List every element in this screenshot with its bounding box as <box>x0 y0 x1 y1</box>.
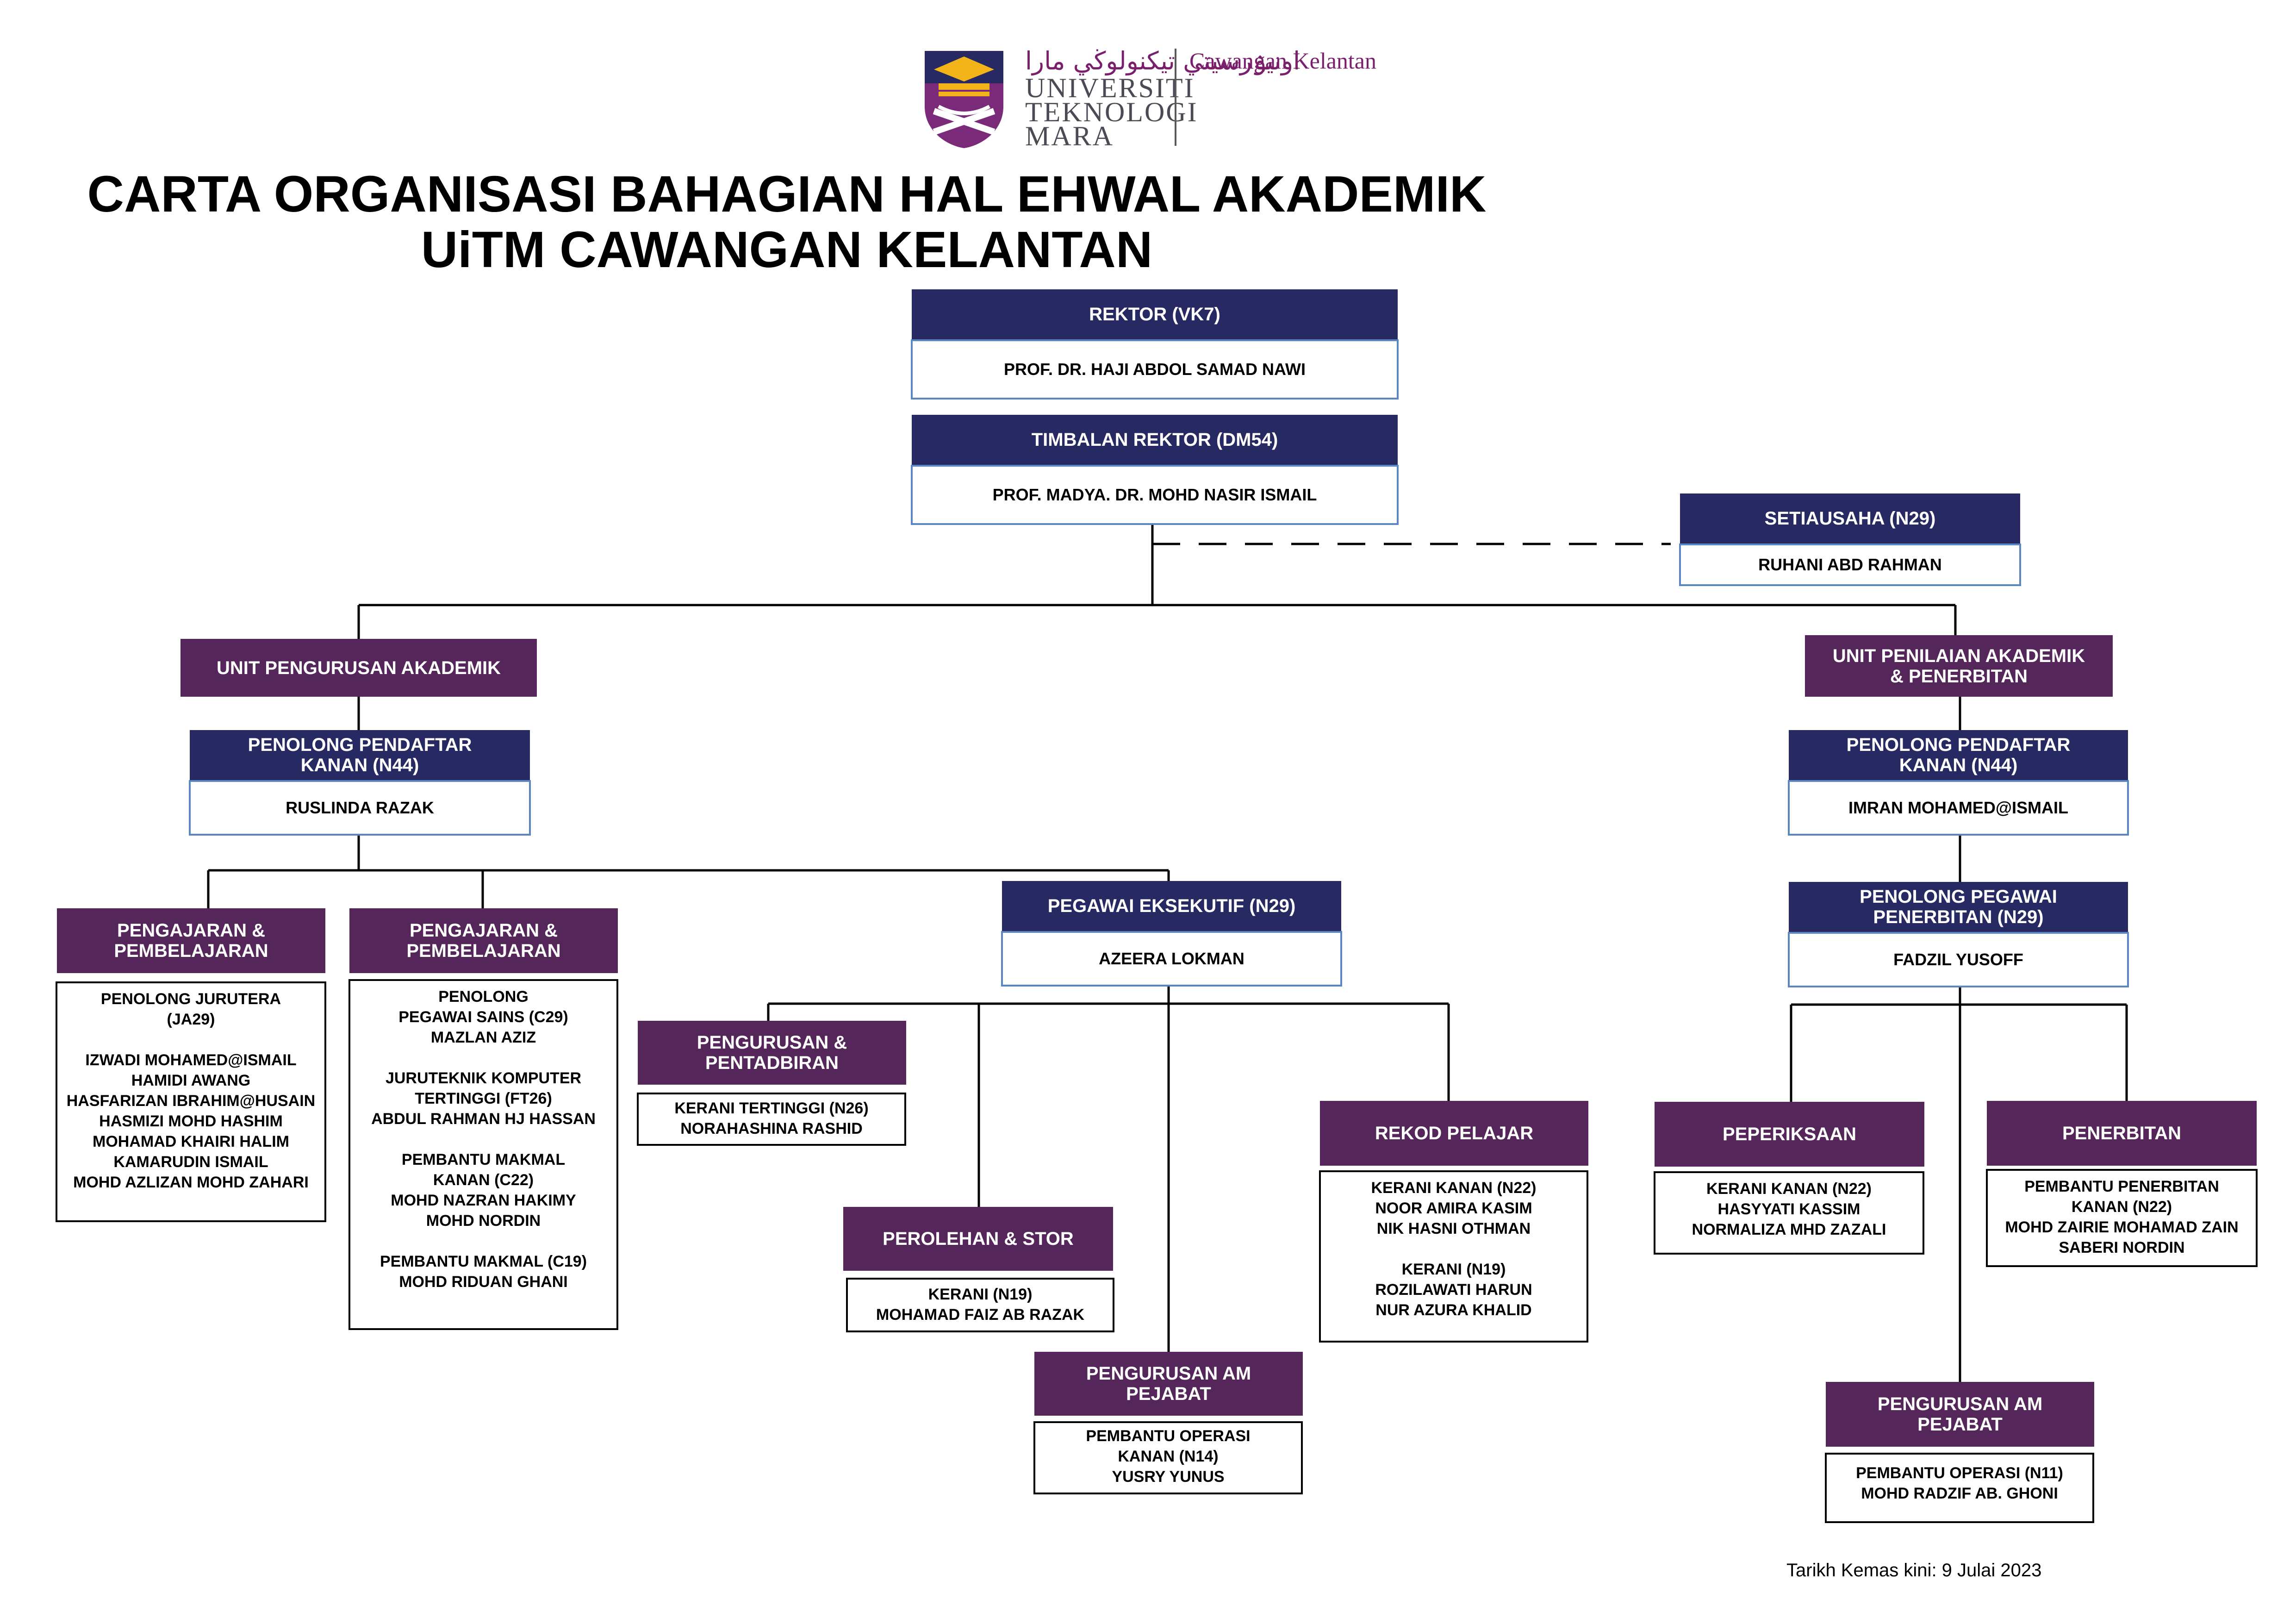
peperiksaan-label: PEPERIKSAAN <box>1655 1102 1924 1167</box>
penerbitan-staff-list: PEMBANTU PENERBITAN KANAN (N22) MOHD ZAI… <box>1986 1169 2258 1267</box>
rektor-name: PROF. DR. HAJI ABDOL SAMAD NAWI <box>911 339 1399 400</box>
rektor-role: REKTOR (VK7) <box>912 289 1398 339</box>
list-item: PEMBANTU MAKMAL <box>401 1151 566 1168</box>
list-item: NIK HASNI OTHMAN <box>1376 1220 1531 1237</box>
uitm-logo: اونيۏرسيتي تيكنولوڬي مارا UNIVERSITI TEK… <box>921 46 1407 153</box>
pp-left-role: PENOLONG PENDAFTAR KANAN (N44) <box>190 730 530 780</box>
ppp-role: PENOLONG PEGAWAI PENERBITAN (N29) <box>1789 882 2128 932</box>
list-item: MAZLAN AZIZ <box>430 1029 536 1046</box>
am1-label: PENGURUSAN AM PEJABAT <box>1034 1352 1303 1416</box>
list-item: ABDUL RAHMAN HJ HASSAN <box>371 1110 596 1128</box>
page-title: CARTA ORGANISASI BAHAGIAN HAL EHWAL AKAD… <box>87 166 1487 223</box>
pp1-label: PENGAJARAN & PEMBELAJARAN <box>57 908 325 973</box>
list-item: KAMARUDIN ISMAIL <box>113 1153 268 1171</box>
logo-text-teknologi: TEKNOLOGI <box>1025 97 1198 127</box>
pentadbiran-label: PENGURUSAN & PENTADBIRAN <box>638 1021 906 1085</box>
setiausaha-name: RUHANI ABD RAHMAN <box>1679 543 2021 586</box>
list-item: MOHAMAD KHAIRI HALIM <box>93 1133 289 1150</box>
list-item: HAMIDI AWANG <box>131 1072 251 1089</box>
list-item: KANAN (C22) <box>433 1171 534 1189</box>
list-item: PEMBANTU MAKMAL (C19) <box>380 1253 587 1270</box>
pp2-label: PENGAJARAN & PEMBELAJARAN <box>349 908 618 973</box>
list-item: MOHD RADZIF AB. GHONI <box>1861 1485 2058 1502</box>
logo-text-universiti: UNIVERSITI <box>1025 73 1195 103</box>
list-item: KERANI KANAN (N22) <box>1371 1179 1537 1197</box>
list-item: SABERI NORDIN <box>2059 1239 2185 1256</box>
setiausaha-role: SETIAUSAHA (N29) <box>1680 493 2020 543</box>
logo-jawi-text: اونيۏرسيتي تيكنولوڬي مارا <box>1025 46 1300 75</box>
rekod-label: REKOD PELAJAR <box>1320 1101 1588 1166</box>
am2-staff-list: PEMBANTU OPERASI (N11) MOHD RADZIF AB. G… <box>1825 1453 2094 1523</box>
list-item: MOHAMAD FAIZ AB RAZAK <box>876 1306 1085 1324</box>
rekod-staff-list: KERANI KANAN (N22) NOOR AMIRA KASIM NIK … <box>1319 1170 1588 1343</box>
list-spacer <box>1321 1239 1587 1259</box>
ppp-name: FADZIL YUSOFF <box>1788 932 2129 987</box>
timbalan-name: PROF. MADYA. DR. MOHD NASIR ISMAIL <box>911 465 1399 525</box>
pp2-staff-list: PENOLONG PEGAWAI SAINS (C29) MAZLAN AZIZ… <box>348 979 618 1330</box>
list-item: PEMBANTU OPERASI (N11) <box>1856 1464 2063 1482</box>
list-item: PEMBANTU OPERASI <box>1086 1427 1251 1445</box>
pp-right-name: IMRAN MOHAMED@ISMAIL <box>1788 780 2129 836</box>
list-item: PENOLONG JURUTERA <box>100 990 281 1008</box>
list-item: KANAN (N22) <box>2071 1198 2172 1216</box>
list-item: KANAN (N14) <box>1118 1448 1219 1465</box>
peperiksaan-staff-list: KERANI KANAN (N22) HASYYATI KASSIM NORMA… <box>1654 1171 1924 1255</box>
list-item: KERANI (N19) <box>928 1286 1033 1303</box>
list-item: NUR AZURA KHALID <box>1375 1301 1532 1319</box>
list-spacer <box>57 1030 324 1050</box>
unit-pengurusan-akademik: UNIT PENGURUSAN AKADEMIK <box>180 639 537 697</box>
list-item: NORAHASHINA RASHID <box>680 1120 863 1137</box>
list-item: ROZILAWATI HARUN <box>1375 1281 1532 1299</box>
am1-staff-list: PEMBANTU OPERASI KANAN (N14) YUSRY YUNUS <box>1033 1421 1303 1494</box>
list-item: NOOR AMIRA KASIM <box>1375 1199 1532 1217</box>
list-item: PEGAWAI SAINS (C29) <box>398 1008 568 1026</box>
list-spacer <box>350 1048 616 1068</box>
pe-name: AZEERA LOKMAN <box>1001 931 1342 987</box>
pentadbiran-staff-list: KERANI TERTINGGI (N26) NORAHASHINA RASHI… <box>637 1093 906 1146</box>
list-item: MOHD AZLIZAN MOHD ZAHARI <box>73 1174 309 1191</box>
list-item: HASFARIZAN IBRAHIM@HUSAIN <box>66 1092 316 1110</box>
uitm-emblem-icon <box>925 51 1003 148</box>
list-item: JURUTEKNIK KOMPUTER <box>385 1069 582 1087</box>
am2-label: PENGURUSAN AM PEJABAT <box>1826 1382 2094 1447</box>
list-item: IZWADI MOHAMED@ISMAIL <box>85 1051 297 1069</box>
unit-penilaian-akademik: UNIT PENILAIAN AKADEMIK & PENERBITAN <box>1805 635 2113 697</box>
list-item: MOHD NAZRAN HAKIMY <box>391 1192 576 1209</box>
list-item: KERANI TERTINGGI (N26) <box>674 1099 869 1117</box>
list-spacer <box>350 1231 616 1251</box>
list-item: (JA29) <box>167 1011 215 1028</box>
timbalan-role: TIMBALAN REKTOR (DM54) <box>912 415 1398 465</box>
logo-divider <box>1175 49 1176 146</box>
list-item: PEMBANTU PENERBITAN <box>2024 1178 2219 1195</box>
list-item: YUSRY YUNUS <box>1112 1468 1225 1486</box>
list-item: KERANI KANAN (N22) <box>1706 1180 1872 1198</box>
list-item: MOHD ZAIRIE MOHAMAD ZAIN <box>2005 1218 2239 1236</box>
list-item: NORMALIZA MHD ZAZALI <box>1692 1221 1886 1238</box>
perolehan-staff-list: KERANI (N19) MOHAMAD FAIZ AB RAZAK <box>846 1278 1114 1332</box>
pp-left-name: RUSLINDA RAZAK <box>189 780 531 836</box>
pe-role: PEGAWAI EKSEKUTIF (N29) <box>1002 881 1341 931</box>
list-item: HASMIZI MOHD HASHIM <box>99 1112 283 1130</box>
update-date: Tarikh Kemas kini: 9 Julai 2023 <box>1786 1560 2042 1580</box>
list-item: HASYYATI KASSIM <box>1717 1200 1860 1218</box>
list-item: TERTINGGI (FT26) <box>415 1090 552 1107</box>
logo-campus-text: Cawangan Kelantan <box>1189 48 1377 74</box>
page-subtitle: UiTM CAWANGAN KELANTAN <box>421 221 1153 278</box>
pp-right-role: PENOLONG PENDAFTAR KANAN (N44) <box>1789 730 2128 780</box>
perolehan-label: PEROLEHAN & STOR <box>843 1207 1113 1271</box>
list-spacer <box>350 1129 616 1149</box>
list-item: MOHD NORDIN <box>426 1212 541 1230</box>
pp1-staff-list: PENOLONG JURUTERA (JA29) IZWADI MOHAMED@… <box>56 981 326 1222</box>
penerbitan-label: PENERBITAN <box>1987 1101 2257 1166</box>
list-item: MOHD RIDUAN GHANI <box>399 1273 568 1291</box>
logo-text-mara: MARA <box>1025 121 1114 151</box>
list-item: KERANI (N19) <box>1401 1261 1506 1278</box>
list-item: PENOLONG <box>438 988 529 1006</box>
